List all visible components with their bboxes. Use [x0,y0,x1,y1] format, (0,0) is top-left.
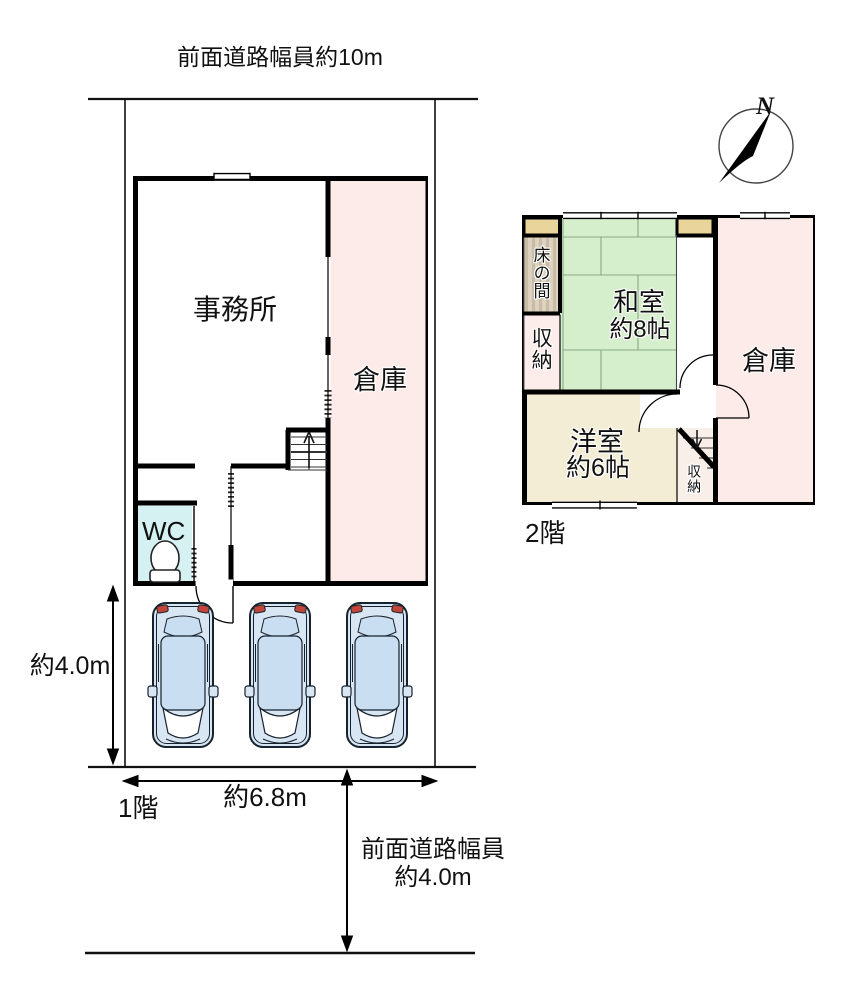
tatami-room-label-line1: 和室 [612,287,665,317]
road-front-label-line2: 約4.0m [394,864,472,891]
north-arrow-icon [719,111,771,183]
entrance-opening [195,579,233,588]
floor2-label: 2階 [525,518,566,548]
stairs-2f [676,427,716,502]
parking-cars [147,602,413,748]
closet-2f-label: 収納 [529,327,553,371]
wc-label: WC [142,516,186,546]
corner-cabinet [675,216,715,237]
floor1-label: 1階 [118,793,159,823]
floor1-plan [133,172,428,624]
dim-depth-label: 約4.0m [29,652,111,680]
dimension-arrows [106,584,439,953]
warehouse-2f-area [716,218,813,502]
stairs-1f [288,431,327,471]
road-top-label: 前面道路幅員約10m [177,44,383,70]
road-front-label-line1: 前面道路幅員 [361,836,505,863]
warehouse-1f-label: 倉庫 [353,365,407,395]
western-room-label-line1: 洋室 [570,427,624,457]
floor2-plan [522,211,815,510]
toilet-icon [149,540,181,583]
tokonoma-area [523,236,561,313]
compass [718,108,794,184]
stairs-down-arrow [691,430,703,449]
windows-2f [552,211,790,510]
stair-closet-label: 収納 [686,464,703,494]
tatami-grid [562,218,678,392]
stairs-up-arrow [303,431,315,444]
tatami-room-label-line2: 約8帖 [609,316,671,343]
warehouse-2f-label: 倉庫 [742,346,796,376]
stairwell-area [677,428,713,502]
warehouse-1f-area [330,181,426,581]
office-label: 事務所 [192,294,277,325]
tokonoma-top-cabinet [522,216,562,237]
window-1f-top [213,172,251,181]
lot-boundary [85,97,478,955]
tokonoma-label: 床の間 [530,246,550,300]
compass-north-label: N [756,93,775,120]
dim-width-label: 約6.8m [223,782,307,812]
door-arcs-2f [638,354,750,433]
closet-2f-area [523,314,561,391]
western-room-label-line2: 約6帖 [566,454,630,482]
